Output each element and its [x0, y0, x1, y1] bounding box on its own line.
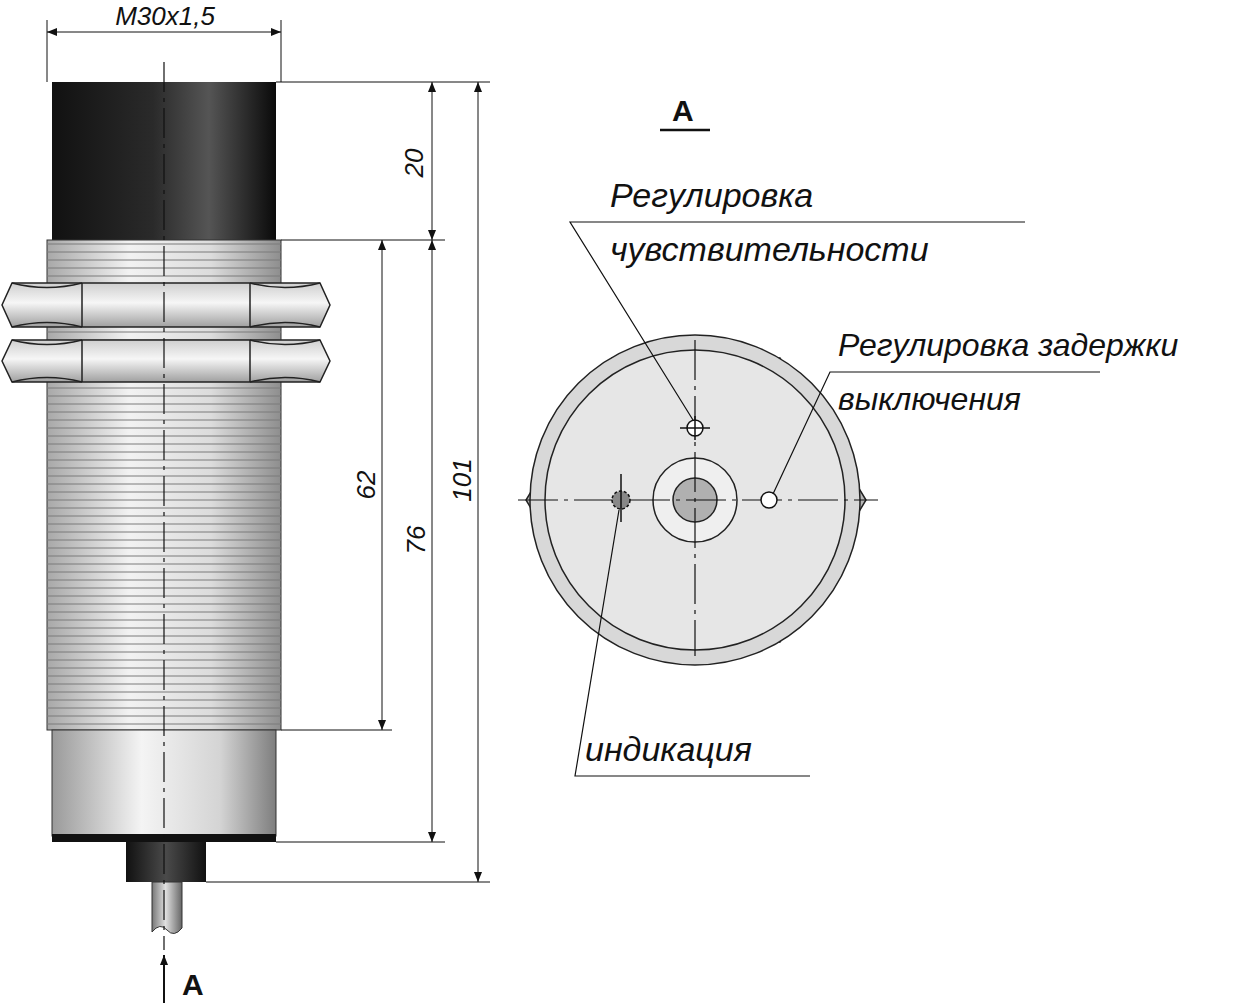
- axis-lines: [518, 340, 878, 656]
- cable: [152, 882, 182, 934]
- view-label: A: [182, 968, 204, 1002]
- adjust-holes: [612, 416, 777, 522]
- lock-nut: [2, 340, 330, 382]
- view-label: A: [672, 94, 694, 128]
- dimension-value: 76: [402, 526, 430, 555]
- callout-label: Регулировка задержки выключения: [838, 318, 1238, 426]
- dimension-value: 101: [448, 458, 476, 501]
- callout-label: Регулировка чувствительности: [610, 168, 1030, 276]
- cable-gland: [126, 842, 206, 882]
- lock-nut: [2, 283, 330, 327]
- leader-lines: [570, 222, 1100, 776]
- center-line: [163, 62, 164, 950]
- dimension-lines: [47, 20, 490, 882]
- view-arrow: [163, 955, 165, 1003]
- dimension-value: 62: [352, 471, 380, 500]
- callout-label: индикация: [585, 722, 752, 776]
- dimension-value: 20: [400, 149, 428, 178]
- view-underline: [660, 129, 710, 132]
- thread-dimension: M30x1,5: [115, 2, 215, 30]
